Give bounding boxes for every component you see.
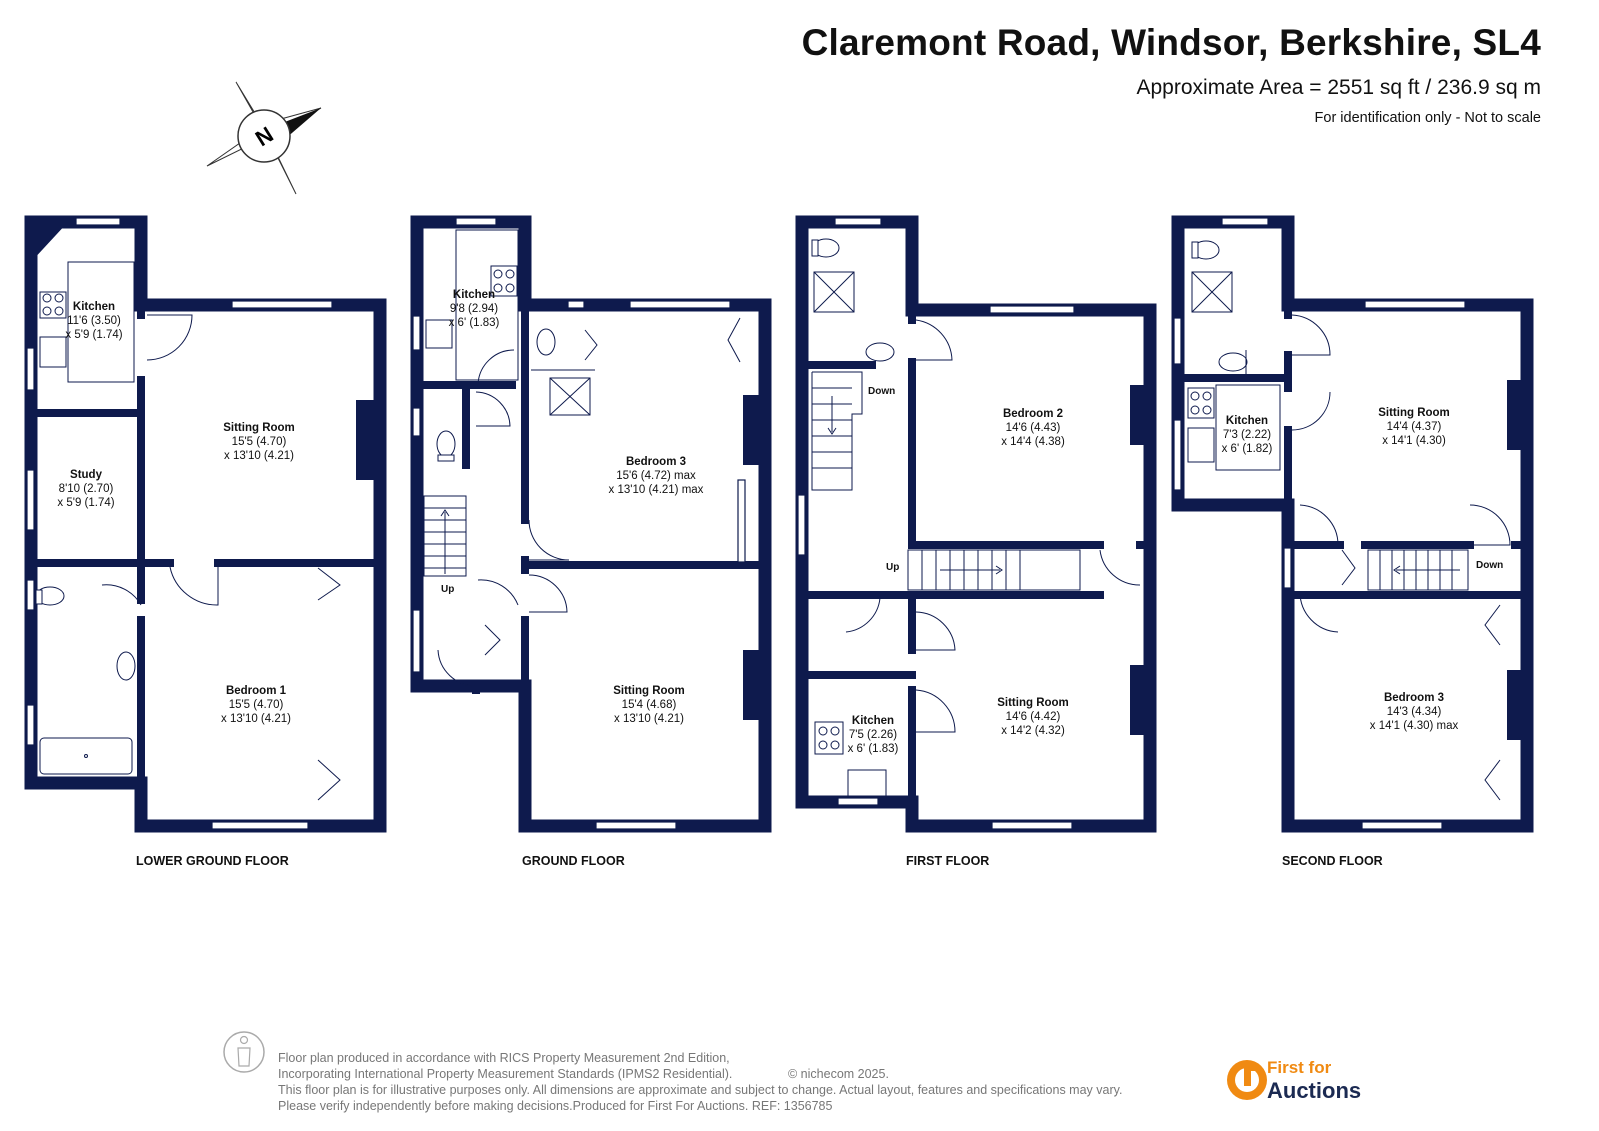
stair-label-s-down: Down	[1476, 560, 1504, 571]
room-label-f-bedroom-2: Bedroom 2 14'6 (4.43) x 14'4 (4.38)	[1001, 408, 1065, 448]
floor-label-ground: GROUND FLOOR	[522, 854, 625, 868]
footer-line-3: This floor plan is for illustrative purp…	[278, 1083, 1123, 1097]
floor-label-lower-ground: LOWER GROUND FLOOR	[136, 854, 289, 868]
compass-icon: N	[206, 81, 322, 195]
room-label-lg-bedroom-1: Bedroom 1 15'5 (4.70) x 13'10 (4.21)	[221, 685, 291, 725]
room-label-s-bedroom-3: Bedroom 3 14'3 (4.34) x 14'1 (4.30) max	[1369, 692, 1459, 732]
room-label-s-kitchen: Kitchen 7'3 (2.22) x 6' (1.82)	[1221, 415, 1273, 455]
brand-name-line-1: First for	[1267, 1058, 1332, 1077]
room-label-s-sitting-room: Sitting Room 14'4 (4.37) x 14'1 (4.30)	[1378, 407, 1450, 447]
footer-line-2: Incorporating International Property Mea…	[278, 1067, 733, 1081]
room-label-g-sitting-room: Sitting Room 15'4 (4.68) x 13'10 (4.21)	[613, 685, 685, 725]
room-label-lg-study: Study 8'10 (2.70) x 5'9 (1.74)	[57, 469, 115, 509]
second-floor-plan	[1171, 215, 1534, 833]
stair-label-f-down: Down	[868, 386, 896, 397]
ground-floor-plan	[410, 215, 772, 833]
brand-name-line-2: Auctions	[1267, 1078, 1362, 1103]
approximate-area: Approximate Area = 2551 sq ft / 236.9 sq…	[1136, 76, 1542, 99]
page-title: Claremont Road, Windsor, Berkshire, SL4	[801, 22, 1541, 63]
brand-logo-icon	[1227, 1060, 1267, 1100]
floor-label-first: FIRST FLOOR	[906, 854, 990, 868]
room-label-f-kitchen: Kitchen 7'5 (2.26) x 6' (1.83)	[847, 715, 899, 755]
stair-label-f-up: Up	[886, 562, 900, 573]
lower-ground-floor-plan	[24, 215, 387, 833]
footer-line-4: Please verify independently before makin…	[278, 1099, 833, 1113]
identification-note: For identification only - Not to scale	[1314, 110, 1541, 126]
room-label-g-bedroom-3: Bedroom 3 15'6 (4.72) max x 13'10 (4.21)…	[608, 456, 704, 496]
first-floor-plan	[795, 215, 1157, 833]
brand-logo: First for Auctions	[1225, 1058, 1385, 1104]
room-label-f-sitting-room: Sitting Room 14'6 (4.42) x 14'2 (4.32)	[997, 697, 1069, 737]
floor-label-second: SECOND FLOOR	[1282, 854, 1383, 868]
stair-label-g-up: Up	[441, 584, 455, 595]
person-icon	[223, 1031, 265, 1073]
room-label-lg-sitting-room: Sitting Room 15'5 (4.70) x 13'10 (4.21)	[223, 422, 295, 462]
footer-disclaimer: Floor plan produced in accordance with R…	[278, 1050, 1122, 1114]
room-label-lg-kitchen: Kitchen 11'6 (3.50) x 5'9 (1.74)	[65, 301, 123, 341]
room-label-g-kitchen: Kitchen 9'8 (2.94) x 6' (1.83)	[448, 289, 500, 329]
footer-copyright: © nichecom 2025.	[788, 1067, 889, 1081]
footer-line-1: Floor plan produced in accordance with R…	[278, 1051, 730, 1065]
